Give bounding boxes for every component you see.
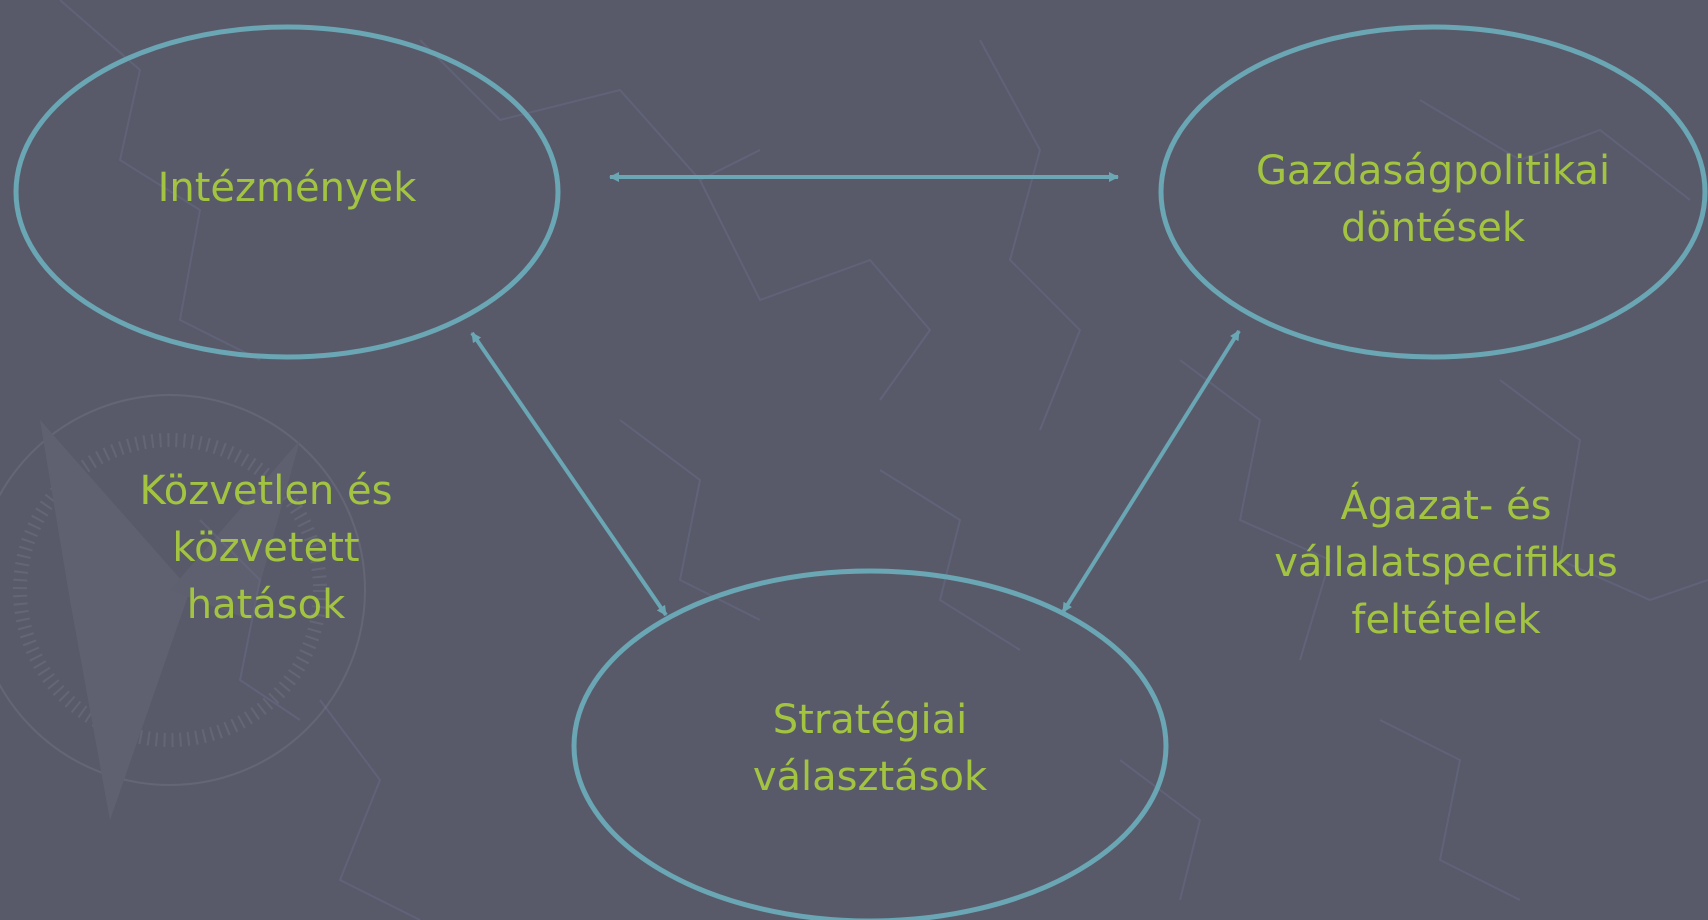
edge-left-line-3: hatások xyxy=(186,582,346,628)
node-strategy-label: Stratégiai választások xyxy=(690,692,1050,806)
edge-right-label: Ágazat- és vállalatspecifikus feltételek xyxy=(1246,478,1646,649)
edge-right-line-1: Ágazat- és xyxy=(1340,483,1552,529)
edge-left-label: Közvetlen és közvetett hatások xyxy=(106,463,426,634)
node-institutions-line-1: Intézmények xyxy=(157,165,417,211)
arrow-institutions-strategy xyxy=(470,331,668,617)
node-policy-line-2: döntések xyxy=(1340,205,1526,251)
node-policy-line-1: Gazdaságpolitikai xyxy=(1255,148,1611,194)
arrow-policy-strategy xyxy=(1061,329,1241,614)
node-policy-label: Gazdaságpolitikai döntések xyxy=(1233,143,1633,257)
edge-right-line-2: vállalatspecifikus xyxy=(1274,540,1618,586)
node-strategy-ellipse xyxy=(571,568,1169,920)
compass-rose-icon xyxy=(0,394,366,820)
edge-left-line-2: közvetett xyxy=(172,525,360,571)
node-institutions-label: Intézmények xyxy=(107,160,467,217)
node-strategy-line-2: választások xyxy=(752,754,988,800)
edge-right-line-3: feltételek xyxy=(1351,597,1541,643)
node-policy-ellipse xyxy=(1158,24,1708,360)
node-strategy-line-1: Stratégiai xyxy=(772,697,968,743)
node-institutions-ellipse xyxy=(13,24,561,360)
edge-left-line-1: Közvetlen és xyxy=(139,468,393,514)
